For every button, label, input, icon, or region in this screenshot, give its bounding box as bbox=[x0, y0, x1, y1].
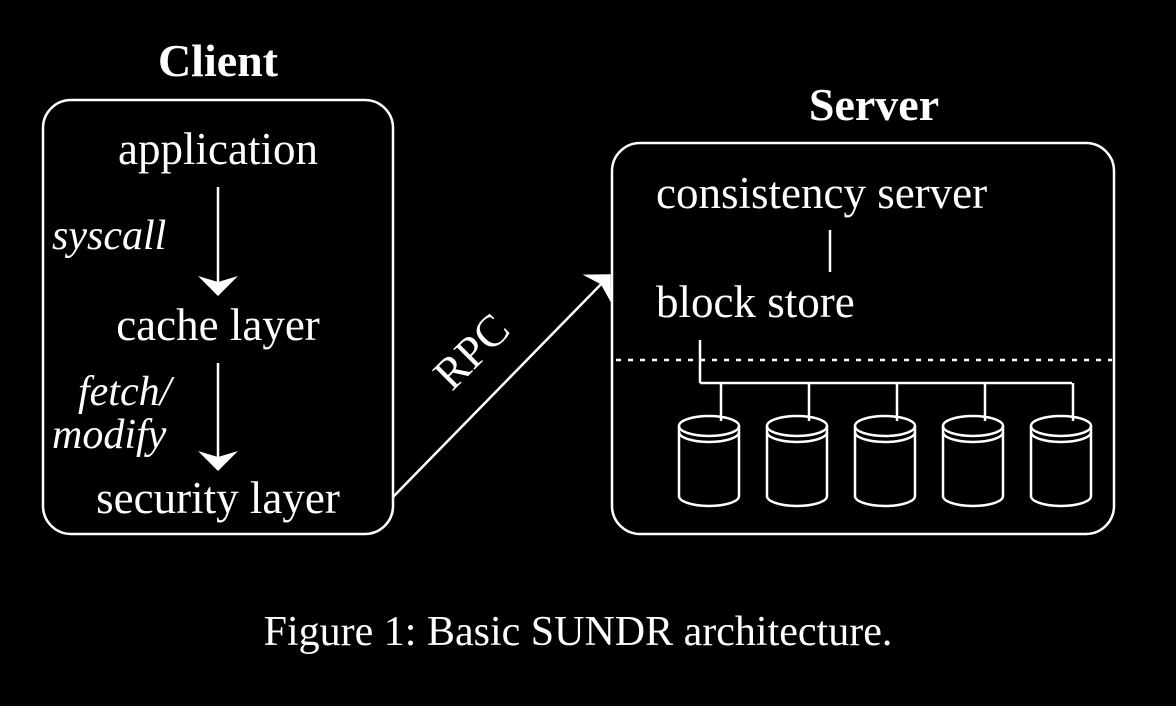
disk-icon bbox=[765, 383, 829, 508]
disk-array bbox=[677, 383, 1093, 508]
server-box bbox=[610, 141, 1116, 536]
syscall-label: syscall bbox=[52, 213, 166, 259]
disk-icon bbox=[853, 383, 917, 508]
block-store-label: block store bbox=[656, 277, 855, 327]
application-label: application bbox=[118, 124, 318, 174]
disk-bus bbox=[698, 340, 1072, 385]
cache-layer-label: cache layer bbox=[116, 300, 320, 350]
client-title: Client bbox=[158, 35, 279, 86]
disk-icon bbox=[677, 383, 741, 508]
figure-caption: Figure 1: Basic SUNDR architecture. bbox=[264, 609, 893, 655]
server-title: Server bbox=[809, 79, 939, 130]
disk-icon bbox=[941, 383, 1005, 508]
rpc-arrow bbox=[392, 274, 612, 498]
disk-icon bbox=[1029, 383, 1093, 508]
consistency-server-label: consistency server bbox=[656, 168, 987, 218]
fetch-label: fetch/ bbox=[78, 369, 175, 415]
security-layer-label: security layer bbox=[96, 473, 340, 523]
modify-label: modify bbox=[52, 412, 167, 458]
rpc-label: RPC bbox=[424, 304, 520, 400]
client-box bbox=[41, 98, 395, 536]
